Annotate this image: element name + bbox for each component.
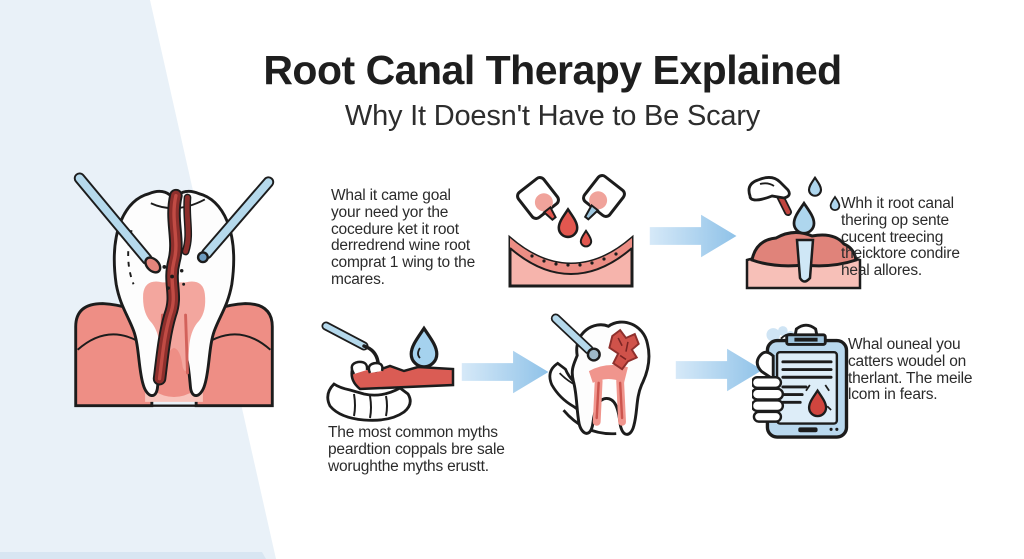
tooth-cross-section-illustration <box>68 170 280 412</box>
header: Root Canal Therapy Explained Why It Does… <box>220 47 885 133</box>
caption-line: Whal it came goal <box>331 187 451 204</box>
caption-line: peardtion coppals bre sale <box>328 440 505 458</box>
irrigation-bottles-icon <box>502 174 640 292</box>
caption-line: cocedure ket it root <box>331 220 459 238</box>
caption-line: derredrend wine root <box>331 237 471 255</box>
arrow-right-icon <box>672 347 768 393</box>
dental-chart-icon <box>752 322 860 446</box>
rinse-drops-icon <box>742 168 864 292</box>
caption-line: cucent treecing <box>841 228 944 246</box>
caption-line: therlant. The meile <box>848 369 973 387</box>
caption-line: lcom in fears. <box>848 386 938 404</box>
caption-line: heal allores. <box>841 262 922 280</box>
caption-line: mcares. <box>331 270 385 288</box>
caption-line: your need yor the <box>331 203 449 221</box>
caption-line: comprat 1 wing to the <box>331 254 475 272</box>
caption-step2: Whh it root canal thering op sente cucen… <box>841 195 1016 280</box>
caption-line: Whh it root canal <box>841 195 954 212</box>
caption-line: catters woudel on <box>848 352 967 370</box>
caption-step1: Whal it came goal your need yor the coce… <box>331 187 496 289</box>
caption-step4: Whal ouneal you catters woudel on therla… <box>848 336 1018 404</box>
page-title: Root Canal Therapy Explained <box>263 47 842 93</box>
caption-line: thering op sente <box>841 211 949 229</box>
caption-line: Whal ouneal you <box>848 336 961 353</box>
caption-myths: The most common myths peardtion coppals … <box>328 424 538 475</box>
caption-line: theicktore condire <box>841 245 960 263</box>
arrow-right-icon <box>646 213 742 259</box>
caption-line: The most common myths <box>328 424 498 441</box>
page-subtitle: Why It Doesn't Have to Be Scary <box>344 100 761 133</box>
caption-line: worughthe myths erustt. <box>328 457 489 475</box>
arrow-right-icon <box>458 349 554 395</box>
tooth-cleaning-icon <box>544 312 666 442</box>
dropper-tool-icon <box>320 318 455 426</box>
background-band-bottom-accent <box>0 552 266 559</box>
